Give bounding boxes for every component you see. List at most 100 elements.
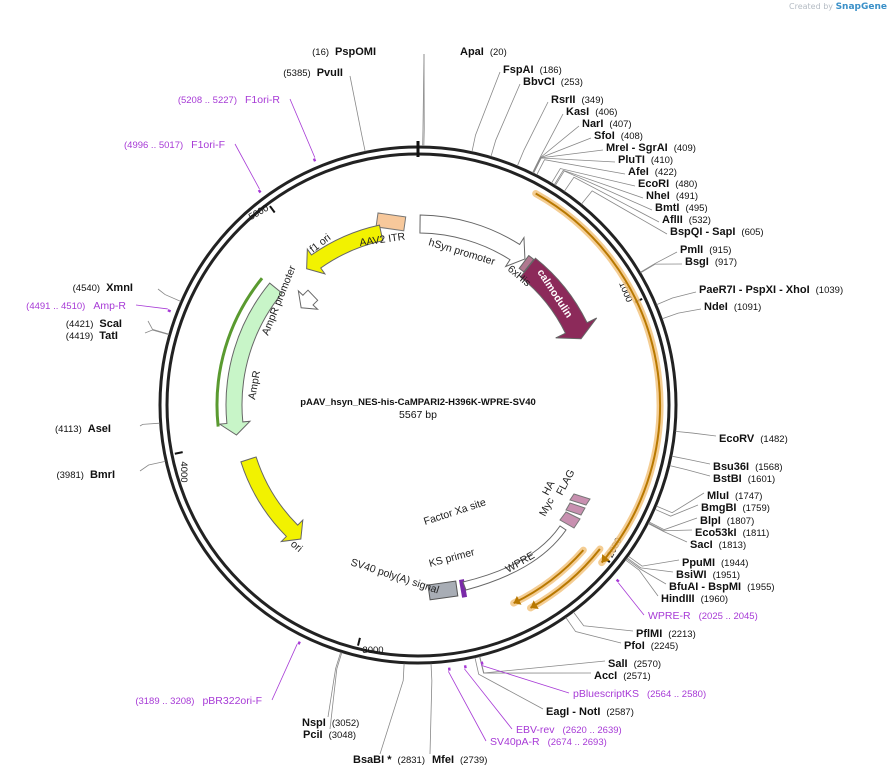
- enzyme-site-label: EcoRV(1482): [719, 433, 788, 445]
- enzyme-name: TatI: [99, 330, 118, 342]
- primer-label: (5208 .. 5227) F1ori-R: [178, 94, 281, 106]
- sv40-polya-feature: [427, 580, 459, 601]
- orf-line: [535, 192, 661, 564]
- enzyme-position: (1039): [816, 285, 843, 296]
- enzyme-leader-line: [675, 430, 717, 437]
- primer-name: F1ori-R: [245, 94, 280, 106]
- primer-name: pBluescriptKS: [573, 688, 639, 700]
- enzyme-leader-line: [144, 329, 169, 336]
- primer-marker: [480, 661, 484, 665]
- enzyme-position: (4421): [66, 319, 93, 330]
- primer-leader-line: [464, 668, 513, 730]
- primer-leader-line: [481, 665, 570, 694]
- enzyme-position: (915): [709, 245, 731, 256]
- enzyme-site-label: NheI(491): [646, 190, 698, 202]
- enzyme-leader-line: [656, 492, 705, 514]
- primer-range: (3189 .. 3208): [135, 696, 194, 707]
- primer-label: (4491 .. 4510)Amp-R: [26, 300, 126, 312]
- enzyme-name: MfeI: [432, 754, 454, 766]
- primer-marker: [615, 578, 620, 583]
- enzyme-position: (1568): [755, 462, 782, 473]
- enzyme-site-label: (4419)TatI: [66, 330, 118, 342]
- enzyme-position: (253): [561, 77, 583, 88]
- enzyme-site-label: RsrII(349): [551, 94, 604, 106]
- enzyme-leader-line: [654, 504, 699, 517]
- enzyme-name: BstBI: [713, 473, 742, 485]
- enzyme-name: MluI: [707, 490, 729, 502]
- enzyme-position: (3048): [329, 730, 356, 741]
- primer-range: (5208 .. 5227): [178, 95, 237, 106]
- enzyme-name: PvuII: [317, 67, 343, 79]
- enzyme-name: PluTI: [618, 154, 645, 166]
- enzyme-name: Bsu36I: [713, 461, 749, 473]
- position-tick: [174, 451, 183, 455]
- enzyme-position: (407): [609, 119, 631, 130]
- enzyme-site-label: BbvCI(253): [523, 76, 583, 88]
- enzyme-name: BmrI: [90, 469, 115, 481]
- enzyme-name: AflII: [662, 214, 683, 226]
- enzyme-leader-line: [625, 559, 659, 597]
- primer-range: (2025 .. 2045): [699, 611, 758, 622]
- enzyme-leader-line: [422, 53, 425, 147]
- enzyme-site-label: Bsu36I (1568): [713, 461, 783, 473]
- feature-label: FLAG: [554, 468, 577, 498]
- enzyme-name: SacI: [690, 539, 713, 551]
- enzyme-site-label: NdeI(1091): [704, 301, 761, 313]
- enzyme-position: (532): [689, 215, 711, 226]
- primer-marker: [312, 158, 317, 162]
- enzyme-site-label: BsgI (917): [685, 256, 737, 268]
- enzyme-leader-line: [474, 657, 544, 710]
- enzyme-name: ApaI: [460, 46, 484, 58]
- enzyme-site-label: HindIII (1960): [661, 593, 728, 605]
- enzyme-name: EcoRV: [719, 433, 755, 445]
- enzyme-name: EagI - NotI: [546, 706, 600, 718]
- primer-label: (4996 .. 5017)F1ori-F: [124, 139, 225, 151]
- orf-arrowhead: [601, 554, 610, 563]
- enzyme-site-label: BlpI(1807): [700, 515, 754, 527]
- enzyme-position: (2571): [623, 671, 650, 682]
- orf-arrowhead: [530, 600, 539, 609]
- enzyme-leader-line: [379, 663, 405, 755]
- primer-range: (4996 .. 5017): [124, 140, 183, 151]
- enzyme-leader-line: [554, 170, 653, 211]
- enzyme-position: (409): [674, 143, 696, 154]
- enzyme-leader-line: [662, 308, 702, 320]
- enzyme-position: (3052): [332, 718, 359, 729]
- enzyme-site-label: PpuMI(1944): [682, 557, 748, 569]
- primer-name: EBV-rev: [516, 724, 555, 736]
- enzyme-leader-line: [349, 75, 366, 152]
- primer-leader-line: [447, 671, 487, 742]
- primer-marker: [257, 189, 262, 194]
- enzyme-leader-line: [139, 460, 166, 472]
- primer-leader-line: [271, 644, 298, 701]
- enzyme-position: (1601): [748, 474, 775, 485]
- primer-label: (3189 .. 3208)pBR322ori-F: [135, 695, 262, 707]
- calmodulin-feature: [519, 257, 598, 340]
- feature-label: WPRE: [504, 549, 537, 575]
- primer-label: SV40pA-R(2674 .. 2693): [490, 736, 607, 748]
- feature-label: Myc: [537, 496, 557, 519]
- enzyme-leader-line: [147, 320, 170, 335]
- enzyme-leader-line: [626, 558, 667, 585]
- enzyme-site-label: MfeI(2739): [432, 754, 487, 766]
- enzyme-name: BsgI: [685, 256, 709, 268]
- enzyme-site-label: (4113)AseI: [55, 423, 111, 435]
- enzyme-name: AseI: [88, 423, 111, 435]
- enzyme-position: (917): [715, 257, 737, 268]
- enzyme-leader-line: [628, 555, 680, 567]
- enzyme-leader-line: [626, 557, 674, 573]
- hsyn-promoter-feature: [419, 214, 526, 268]
- enzyme-leader-line: [517, 101, 549, 166]
- enzyme-site-label: NspI(3052): [302, 717, 359, 729]
- enzyme-leader-line: [157, 288, 181, 302]
- enzyme-site-label: ApaI(20): [460, 46, 507, 58]
- primer-label: EBV-rev(2620 .. 2639): [516, 724, 622, 736]
- enzyme-position: (1960): [701, 594, 728, 605]
- enzyme-position: (1944): [721, 558, 748, 569]
- enzyme-name: HindIII: [661, 593, 695, 605]
- enzyme-name: MreI - SgrAI: [606, 142, 668, 154]
- enzyme-site-label: (3981)BmrI: [56, 469, 115, 481]
- myc-feature: [559, 511, 581, 529]
- snapgene-logo: SnapGene: [835, 2, 887, 12]
